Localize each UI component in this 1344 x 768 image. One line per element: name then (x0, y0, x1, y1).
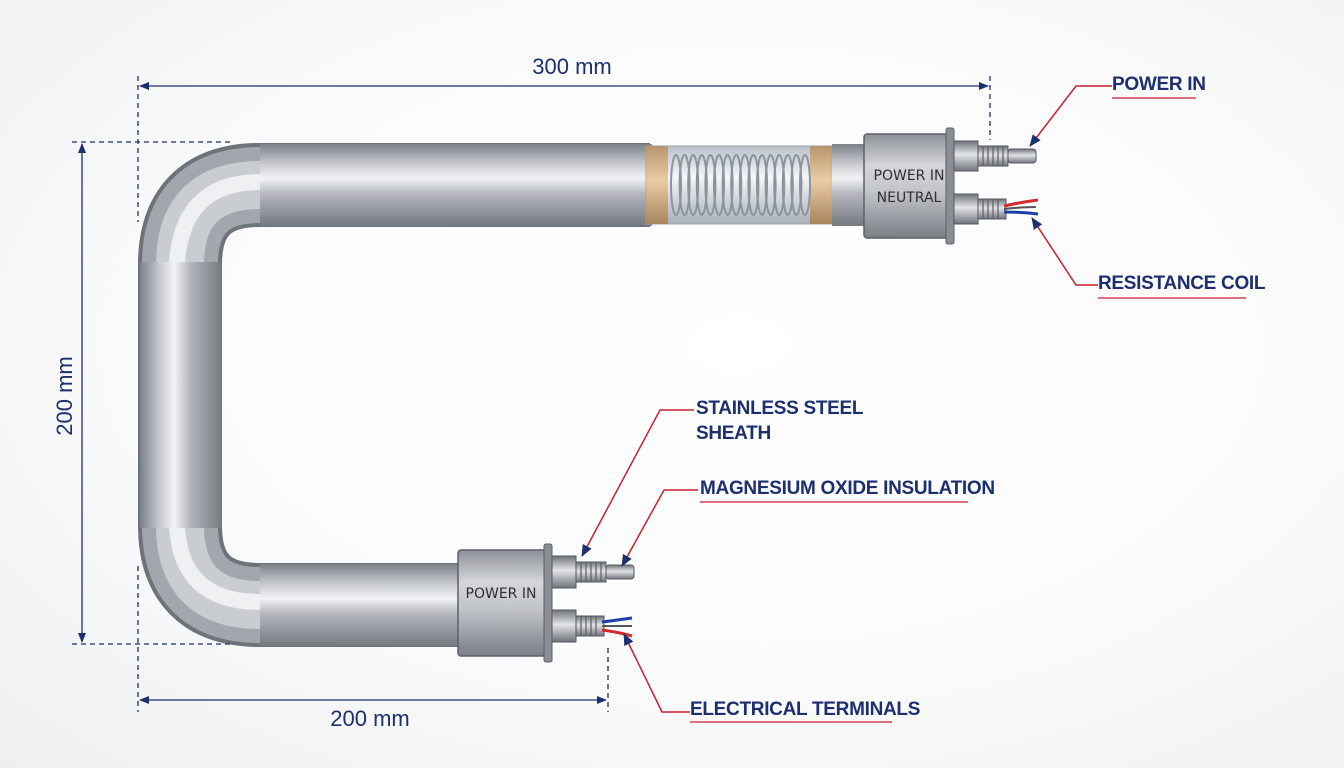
callout-terminals-label: ELECTRICAL TERMINALS (690, 699, 920, 720)
coil-turn (730, 154, 743, 216)
terminal-box-top-line2: NEUTRAL (877, 190, 942, 206)
coil-turn (756, 154, 768, 216)
tube-vertical (140, 262, 222, 528)
callout-magnesium-oxide-insulation: MAGNESIUM OXIDE INSULATION (621, 478, 995, 567)
terminal-stud-top-upper (953, 140, 1037, 172)
tube-bottom-straight (260, 564, 472, 646)
coil-turn (781, 154, 794, 216)
insulation-right (810, 146, 832, 224)
terminal-stud-top-lower (953, 193, 1039, 225)
callout-power-in-label: POWER IN (1112, 74, 1206, 95)
callout-stainless-steel-sheath: STAINLESS STEEL SHEATH (581, 398, 864, 557)
heating-tube (138, 143, 652, 647)
wire-blue-bottom (601, 616, 633, 624)
callout-resistance-coil-label: RESISTANCE COIL (1098, 273, 1266, 294)
coil-turn (704, 154, 717, 216)
terminal-box-top-line1: POWER IN (874, 168, 945, 184)
coil-turn (721, 154, 734, 216)
dimension-lines (72, 76, 991, 712)
callout-power-in: POWER IN (1029, 74, 1206, 147)
dim-top-label: 300 mm (532, 54, 611, 79)
coil-turn (747, 154, 760, 216)
wire-blue-top (1003, 210, 1039, 216)
wire-red-top (1003, 198, 1039, 208)
terminal-box-bottom-label: POWER IN (466, 586, 537, 602)
callout-sheath-line1: STAINLESS STEEL (696, 398, 864, 419)
insulation-left (646, 146, 668, 224)
resistance-coil (670, 154, 811, 216)
resistance-coil-section (645, 144, 868, 226)
dim-height-label: 200 mm (52, 356, 77, 435)
coil-turn (799, 154, 811, 216)
terminal-stud-bottom-upper (551, 555, 635, 589)
callout-electrical-terminals: ELECTRICAL TERMINALS (623, 633, 920, 723)
coil-turn (695, 154, 708, 216)
terminal-stud-bottom-lower (551, 609, 633, 643)
coil-turn (764, 154, 777, 216)
callout-resistance-coil: RESISTANCE COIL (1031, 217, 1266, 299)
coil-turn (713, 154, 725, 216)
terminal-box-top: POWER IN NEUTRAL (863, 127, 955, 245)
wire-red-bottom (601, 628, 633, 638)
coil-turn (670, 154, 682, 216)
terminal-box-bottom: POWER IN (457, 543, 553, 663)
dim-bottom-label: 200 mm (330, 706, 409, 731)
coil-turn (773, 154, 786, 216)
coil-turn (687, 154, 700, 216)
tube-top-straight (260, 144, 652, 226)
coil-turn (790, 154, 803, 216)
callout-sheath-line2: SHEATH (696, 423, 771, 444)
callout-insulation-label: MAGNESIUM OXIDE INSULATION (700, 478, 995, 499)
coil-turn (678, 154, 691, 216)
coil-turn (738, 154, 751, 216)
